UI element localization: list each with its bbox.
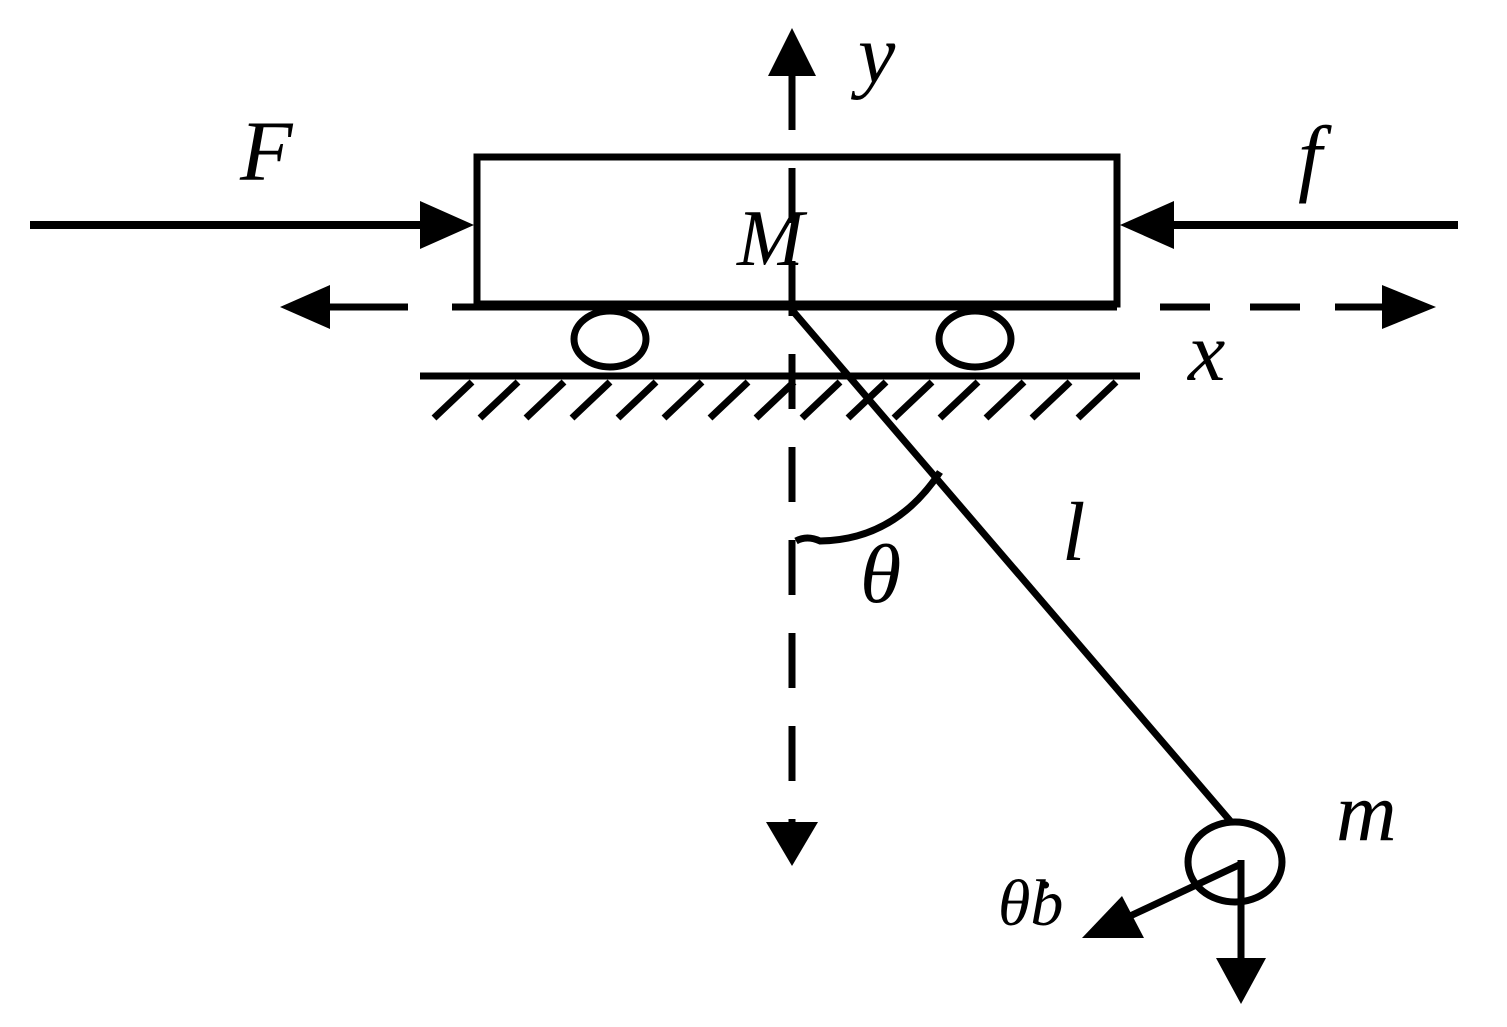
left-wheel <box>570 307 650 371</box>
x-axis-label: x <box>1186 306 1225 399</box>
tangential-velocity-arrowhead <box>1082 896 1144 938</box>
force-arrow <box>30 201 474 249</box>
x-axis-left-arrowhead <box>280 285 330 329</box>
friction-label: f <box>1298 108 1332 204</box>
ground-hatching <box>431 379 1119 421</box>
bob-mass-label: m <box>1336 766 1397 859</box>
force-arrowhead <box>420 201 474 249</box>
pendulum-rod <box>789 307 1235 826</box>
force-label: F <box>239 103 294 199</box>
y-axis-arrowhead <box>768 28 816 76</box>
vertical-axis <box>766 28 818 866</box>
friction-arrowhead <box>1120 201 1174 249</box>
angular-velocity-label: θ̇b <box>998 867 1063 940</box>
friction-arrow <box>1120 201 1458 249</box>
x-axis <box>280 285 1436 329</box>
down-arrowhead <box>766 822 818 866</box>
tangential-velocity-arrow <box>1082 860 1243 938</box>
gravity-arrowhead <box>1216 958 1266 1004</box>
length-label: l <box>1062 486 1085 579</box>
cart-mass-label: M <box>736 195 808 283</box>
gravity-arrow <box>1216 860 1266 1004</box>
angle-label: θ <box>860 528 901 621</box>
angle-arc <box>794 470 943 545</box>
pendulum-bob <box>1184 818 1286 906</box>
cart <box>452 153 1121 371</box>
y-axis-label: y <box>850 8 896 101</box>
x-axis-right-arrowhead <box>1382 285 1436 329</box>
ground <box>420 372 1140 421</box>
right-wheel <box>935 307 1015 371</box>
